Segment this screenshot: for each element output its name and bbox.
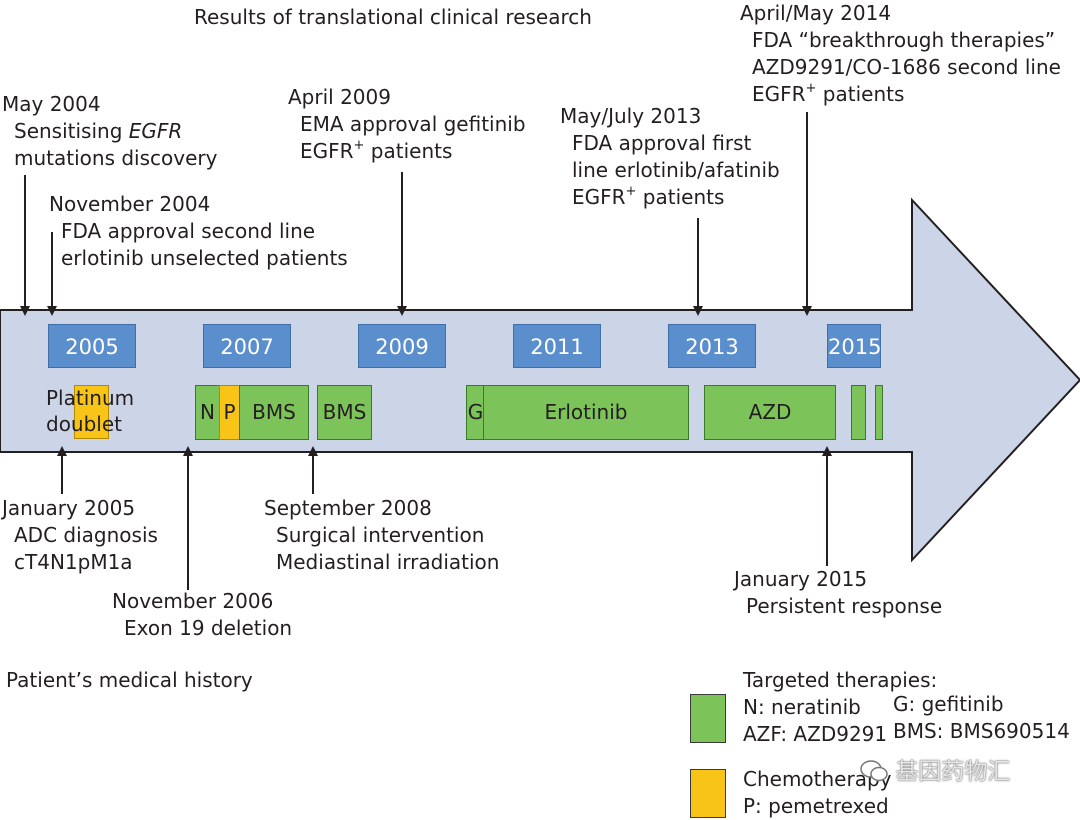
event-jan-2005: January 2005 ADC diagnosis cT4N1pM1a xyxy=(2,495,158,576)
event-date: May 2004 xyxy=(2,92,101,116)
legend-item: BMS: BMS690514 xyxy=(893,719,1070,743)
legend-targeted-swatch xyxy=(690,694,726,743)
event-line: line erlotinib/afatinib xyxy=(572,158,780,182)
event-line: mutations discovery xyxy=(14,146,218,170)
event-line: Sensitising EGFR xyxy=(14,119,183,143)
event-nov-2004: November 2004 FDA approval second line e… xyxy=(49,191,348,272)
event-line: EMA approval gefitinib xyxy=(300,112,526,136)
legend-item: G: gefitinib xyxy=(893,692,1004,716)
azd-bar: AZD xyxy=(704,385,836,440)
event-line: Exon 19 deletion xyxy=(124,616,293,640)
event-2014: April/May 2014 FDA “breakthrough therapi… xyxy=(740,0,1061,108)
erlotinib-bar: Erlotinib xyxy=(483,385,689,440)
gefitinib-bar: G xyxy=(466,385,485,440)
event-jan-2015: January 2015 Persistent response xyxy=(734,566,942,620)
legend-targeted-right: G: gefitinib BMS: BMS690514 xyxy=(893,691,1070,745)
event-line: FDA approval first xyxy=(572,131,752,155)
event-line: FDA approval second line xyxy=(61,219,316,243)
event-sep-2008: September 2008 Surgical intervention Med… xyxy=(264,495,499,576)
legend-chemo-swatch xyxy=(690,769,726,818)
legend-item: P: pemetrexed xyxy=(743,794,889,818)
legend-item: AZF: AZD9291 xyxy=(743,722,888,746)
event-date: May/July 2013 xyxy=(560,104,702,128)
wechat-icon xyxy=(860,760,888,782)
event-nov-2006: November 2006 Exon 19 deletion xyxy=(112,588,292,642)
platinum-doublet-label: Platinum doublet xyxy=(46,386,135,436)
year-2013: 2013 xyxy=(668,324,756,368)
year-2011: 2011 xyxy=(513,324,601,368)
event-line: EGFR+ patients xyxy=(572,184,725,209)
event-line: EGFR+ patients xyxy=(752,81,905,106)
year-2009: 2009 xyxy=(358,324,446,368)
bms-bar-2: BMS xyxy=(317,385,372,440)
small-targeted-bar-2 xyxy=(875,385,883,440)
neratinib-bar: N xyxy=(195,385,220,440)
small-targeted-bar-1 xyxy=(851,385,866,440)
event-may-2004: May 2004 Sensitising EGFR mutations disc… xyxy=(2,91,217,172)
event-date: November 2004 xyxy=(49,192,211,216)
event-line: cT4N1pM1a xyxy=(14,550,133,574)
year-2015: 2015 xyxy=(827,324,881,368)
event-2013: May/July 2013 FDA approval first line er… xyxy=(560,103,780,211)
bms-bar-1: BMS xyxy=(239,385,309,440)
timeline-arrow xyxy=(0,197,1080,563)
event-line: Persistent response xyxy=(746,594,943,618)
top-heading: Results of translational clinical resear… xyxy=(194,5,592,29)
event-date: April 2009 xyxy=(288,85,391,109)
event-date: January 2005 xyxy=(2,496,136,520)
year-2005: 2005 xyxy=(48,324,136,368)
event-date: January 2015 xyxy=(734,567,868,591)
event-line: Surgical intervention xyxy=(276,523,485,547)
event-date: April/May 2014 xyxy=(740,1,892,25)
legend-targeted-left: N: neratinib AZF: AZD9291 xyxy=(743,694,887,748)
event-date: September 2008 xyxy=(264,496,432,520)
event-line: erlotinib unselected patients xyxy=(61,246,348,270)
event-apr-2009: April 2009 EMA approval gefitinib EGFR+ … xyxy=(288,84,526,165)
chemo-platinum-bar xyxy=(74,385,109,439)
event-date: November 2006 xyxy=(112,589,274,613)
bottom-heading: Patient’s medical history xyxy=(6,668,253,692)
legend-targeted-title: Targeted therapies: xyxy=(743,668,938,692)
legend-item: N: neratinib xyxy=(743,695,861,719)
event-line: ADC diagnosis xyxy=(14,523,158,547)
event-line: AZD9291/CO-1686 second line xyxy=(752,55,1061,79)
pemetrexed-bar: P xyxy=(219,385,240,440)
year-2007: 2007 xyxy=(203,324,291,368)
watermark: 基因药物汇 xyxy=(860,752,1010,786)
event-line: EGFR+ patients xyxy=(300,138,453,163)
event-line: Mediastinal irradiation xyxy=(276,550,500,574)
event-line: FDA “breakthrough therapies” xyxy=(752,28,1056,52)
watermark-text: 基因药物汇 xyxy=(895,759,1011,785)
